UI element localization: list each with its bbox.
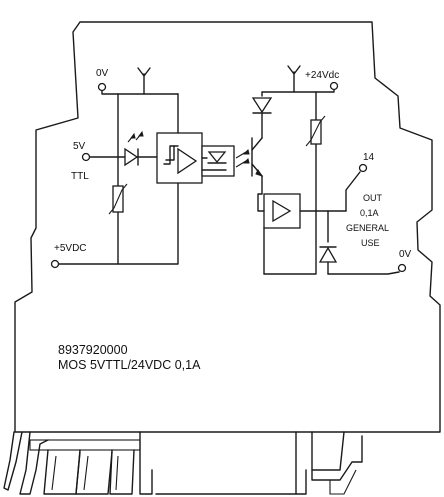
- din-rail-clip: [3, 431, 363, 495]
- output-diode-clamp: [318, 210, 338, 275]
- input-led: [124, 130, 144, 167]
- ground-symbol-out: [287, 65, 301, 93]
- schmitt-trigger: [156, 132, 203, 184]
- label-0v-out: 0V: [399, 249, 412, 260]
- label-general: GENERAL: [346, 223, 389, 233]
- terminal-0v-out: [397, 263, 407, 273]
- label-24vdc: +24Vdc: [305, 70, 339, 81]
- product-description: MOS 5VTTL/24VDC 0,1A: [58, 358, 201, 372]
- output-diode-top: [251, 97, 273, 114]
- label-5vdc: +5VDC: [54, 243, 87, 254]
- terminal-0v-in: [97, 82, 107, 92]
- part-number: 8937920000: [58, 343, 128, 357]
- housing-outline: [14, 21, 441, 433]
- label-0v-in: 0V: [96, 68, 109, 79]
- terminal-5v-ttl: [81, 152, 91, 162]
- output-varistor: [305, 115, 326, 147]
- terminal-24vdc: [329, 81, 339, 91]
- label-use: USE: [361, 238, 380, 248]
- output-transistor: [251, 137, 264, 195]
- label-14: 14: [363, 152, 375, 163]
- label-current: 0,1A: [360, 208, 379, 218]
- output-driver: [257, 193, 347, 275]
- ground-symbol-in: [137, 67, 151, 95]
- input-varistor: [108, 183, 128, 215]
- terminal-5vdc: [50, 259, 60, 269]
- label-out: OUT: [363, 193, 383, 203]
- optocoupler: [201, 145, 250, 177]
- label-ttl: TTL: [71, 171, 89, 182]
- label-5v: 5V: [73, 141, 86, 152]
- terminal-14: [358, 163, 368, 173]
